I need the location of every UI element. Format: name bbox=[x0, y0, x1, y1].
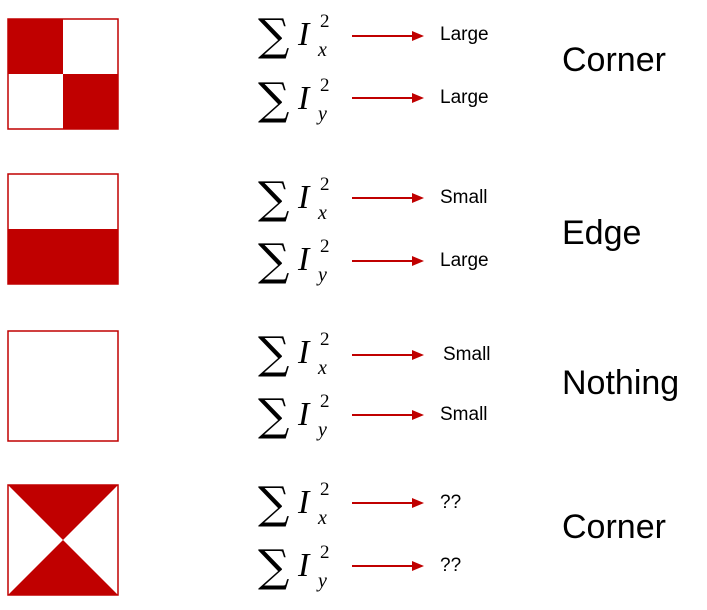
formula-subscript: y bbox=[318, 264, 327, 286]
sum-iy-squared-formula: ∑ I 2 y bbox=[258, 390, 330, 441]
right-arrow-icon bbox=[352, 410, 424, 420]
formula-exponent: 2 bbox=[320, 542, 330, 563]
formula-subscript: x bbox=[318, 202, 327, 224]
iy-value-label: ?? bbox=[440, 555, 462, 576]
right-arrow-icon bbox=[352, 498, 424, 508]
right-arrow-icon bbox=[352, 561, 424, 571]
flat-region-pattern bbox=[7, 330, 119, 442]
ix-value-label: Large bbox=[440, 24, 489, 45]
formula-variable: I bbox=[298, 179, 310, 216]
formula-exponent: 2 bbox=[320, 236, 330, 257]
formula-variable: I bbox=[298, 547, 310, 584]
formula-variable: I bbox=[298, 16, 310, 53]
sum-ix-squared-formula: ∑ I 2 x bbox=[258, 173, 330, 224]
formula-variable: I bbox=[298, 241, 310, 278]
right-arrow-icon bbox=[352, 193, 424, 203]
formula-subscript: y bbox=[318, 103, 327, 125]
formula-subscript: x bbox=[318, 357, 327, 379]
ix-value-label: ?? bbox=[440, 492, 462, 513]
sum-ix-squared-formula: ∑ I 2 x bbox=[258, 328, 330, 379]
horizontal-edge-pattern bbox=[7, 173, 119, 285]
formula-variable: I bbox=[298, 396, 310, 433]
ix-value-label: Small bbox=[440, 187, 488, 208]
formula-subscript: y bbox=[318, 419, 327, 441]
formula-variable: I bbox=[298, 484, 310, 521]
formula-subscript: y bbox=[318, 570, 327, 592]
classification-result: Corner bbox=[562, 508, 666, 546]
right-arrow-icon bbox=[352, 350, 424, 360]
hourglass-corner-pattern bbox=[7, 484, 119, 596]
iy-value-label: Large bbox=[440, 87, 489, 108]
formula-variable: I bbox=[298, 80, 310, 117]
classification-result: Edge bbox=[562, 214, 642, 252]
formula-exponent: 2 bbox=[320, 174, 330, 195]
classification-result: Nothing bbox=[562, 364, 680, 402]
right-arrow-icon bbox=[352, 93, 424, 103]
ix-value-label: Small bbox=[443, 344, 491, 365]
sum-ix-squared-formula: ∑ I 2 x bbox=[258, 10, 330, 61]
formula-variable: I bbox=[298, 334, 310, 371]
iy-value-label: Small bbox=[440, 404, 488, 425]
formula-exponent: 2 bbox=[320, 11, 330, 32]
formula-exponent: 2 bbox=[320, 329, 330, 350]
right-arrow-icon bbox=[352, 256, 424, 266]
iy-value-label: Large bbox=[440, 250, 489, 271]
formula-exponent: 2 bbox=[320, 75, 330, 96]
right-arrow-icon bbox=[352, 31, 424, 41]
checkerboard-corner-pattern bbox=[7, 18, 119, 130]
classification-result: Corner bbox=[562, 41, 666, 79]
sum-ix-squared-formula: ∑ I 2 x bbox=[258, 478, 330, 529]
sum-iy-squared-formula: ∑ I 2 y bbox=[258, 74, 330, 125]
formula-subscript: x bbox=[318, 507, 327, 529]
formula-subscript: x bbox=[318, 39, 327, 61]
formula-exponent: 2 bbox=[320, 479, 330, 500]
sum-iy-squared-formula: ∑ I 2 y bbox=[258, 541, 330, 592]
formula-exponent: 2 bbox=[320, 391, 330, 412]
sum-iy-squared-formula: ∑ I 2 y bbox=[258, 235, 330, 286]
